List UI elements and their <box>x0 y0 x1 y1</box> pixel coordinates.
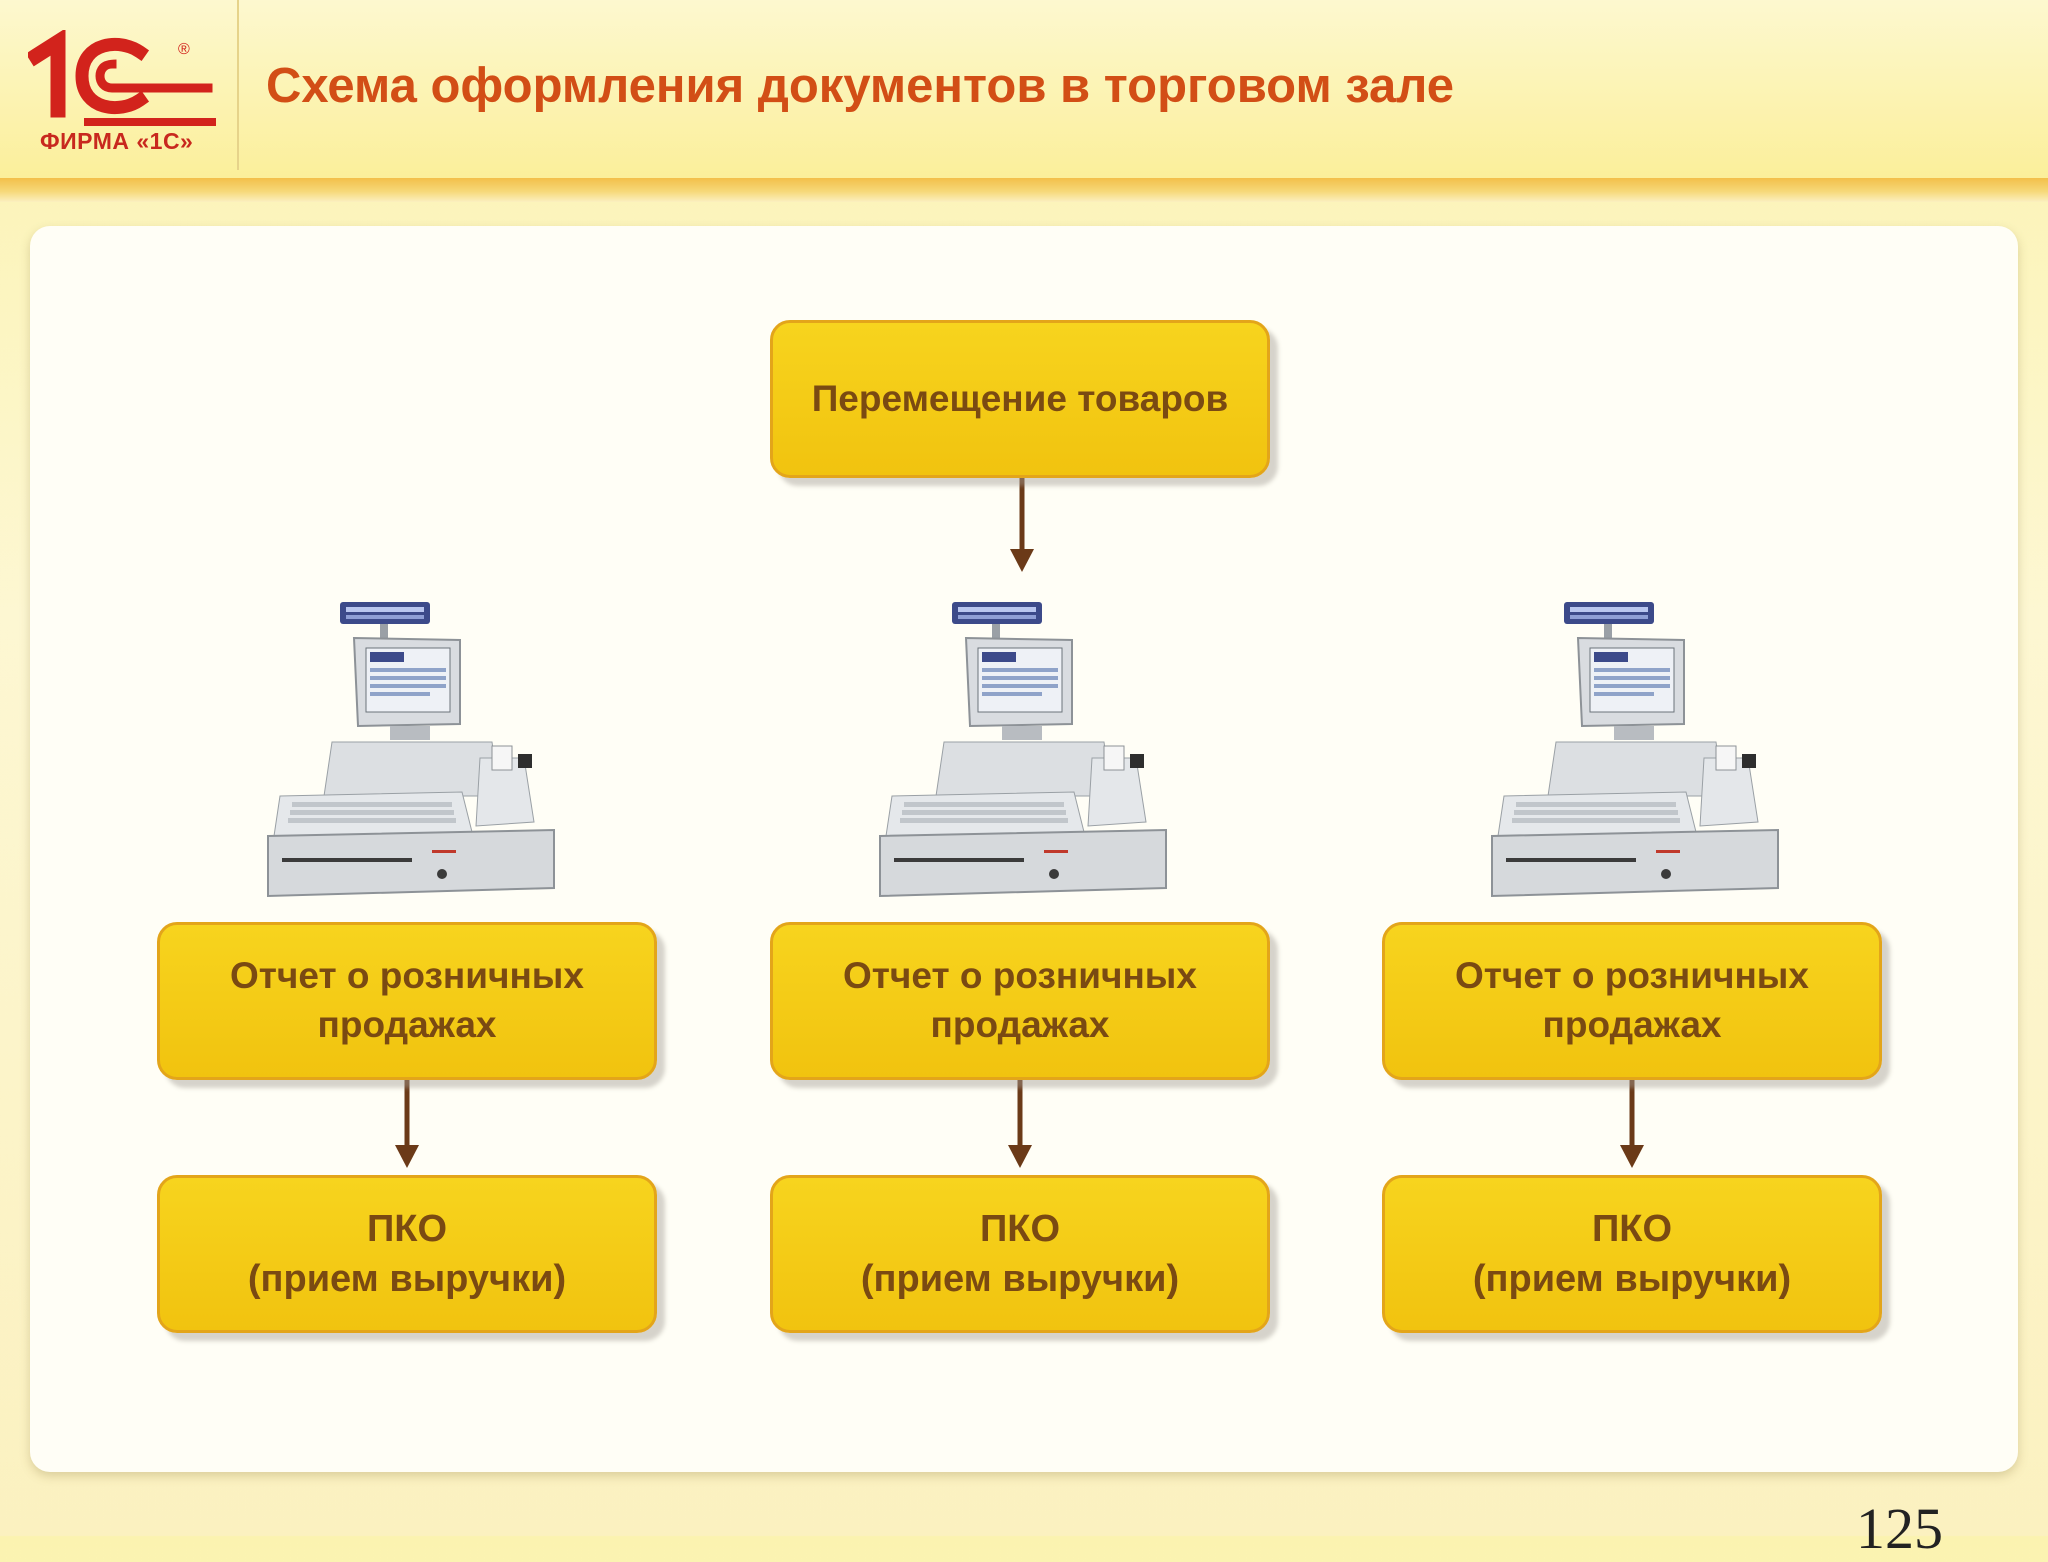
registered-mark: ® <box>178 41 190 58</box>
header: ® ФИРМА «1С» Схема оформления документов… <box>0 0 2048 180</box>
report-label-line2: продажах <box>1542 1004 1722 1045</box>
retail-sales-report-box: Отчет о розничных продажах <box>770 922 1270 1080</box>
retail-sales-report-box: Отчет о розничных продажах <box>1382 922 1882 1080</box>
report-label-line1: Отчет о розничных <box>1455 955 1809 997</box>
header-divider <box>237 0 239 170</box>
receipt-label-line1: ПКО <box>979 1207 1061 1250</box>
cash-register-image <box>1486 596 1786 906</box>
header-stripe <box>0 178 2048 202</box>
cash-receipt-box: ПКО (прием выручки) <box>770 1175 1270 1333</box>
slide-number: 125 <box>1856 1496 1943 1561</box>
receipt-label-line1: ПКО <box>1591 1207 1673 1250</box>
cash-receipt-box: ПКО (прием выручки) <box>1382 1175 1882 1333</box>
page-title: Схема оформления документов в торговом з… <box>266 59 1455 113</box>
goods-transfer-box: Перемещение товаров <box>770 320 1270 478</box>
report-label-line1: Отчет о розничных <box>843 955 1197 997</box>
cash-register-image <box>874 596 1174 906</box>
receipt-label-line2: (прием выручки) <box>860 1258 1180 1300</box>
logo-caption: ФИРМА «1С» <box>40 128 194 154</box>
receipt-label-line2: (прием выручки) <box>1472 1258 1792 1300</box>
receipt-label-line1: ПКО <box>366 1207 448 1250</box>
report-label-line2: продажах <box>317 1004 497 1045</box>
logo-mark <box>28 30 216 126</box>
report-label-line1: Отчет о розничных <box>230 955 584 997</box>
retail-sales-report-box: Отчет о розничных продажах <box>157 922 657 1080</box>
cash-register-image <box>262 596 562 906</box>
receipt-label-line2: (прием выручки) <box>247 1258 567 1300</box>
report-label-line2: продажах <box>930 1004 1110 1045</box>
cash-receipt-box: ПКО (прием выручки) <box>157 1175 657 1333</box>
1c-logo: ® <box>28 30 216 126</box>
goods-transfer-label: Перемещение товаров <box>811 377 1229 419</box>
